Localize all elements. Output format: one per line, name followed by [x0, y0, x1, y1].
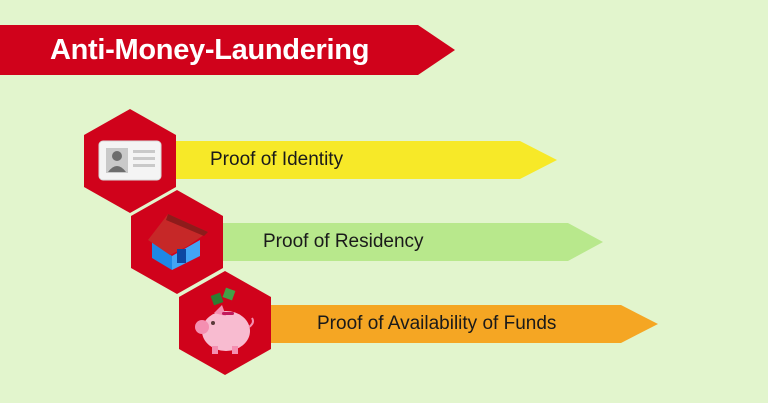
title-banner [0, 25, 455, 75]
piggy-bank-icon [195, 287, 254, 354]
page-title: Anti-Money-Laundering [50, 34, 370, 66]
house-icon [148, 214, 208, 270]
item-arrow-identity [140, 141, 557, 179]
item-arrow-residency [190, 223, 603, 261]
id-card-icon [98, 140, 162, 181]
item-label-funds: Proof of Availability of Funds [317, 313, 557, 334]
item-label-identity: Proof of Identity [210, 149, 344, 170]
item-label-residency: Proof of Residency [263, 231, 424, 252]
item-arrow-funds [240, 305, 658, 343]
